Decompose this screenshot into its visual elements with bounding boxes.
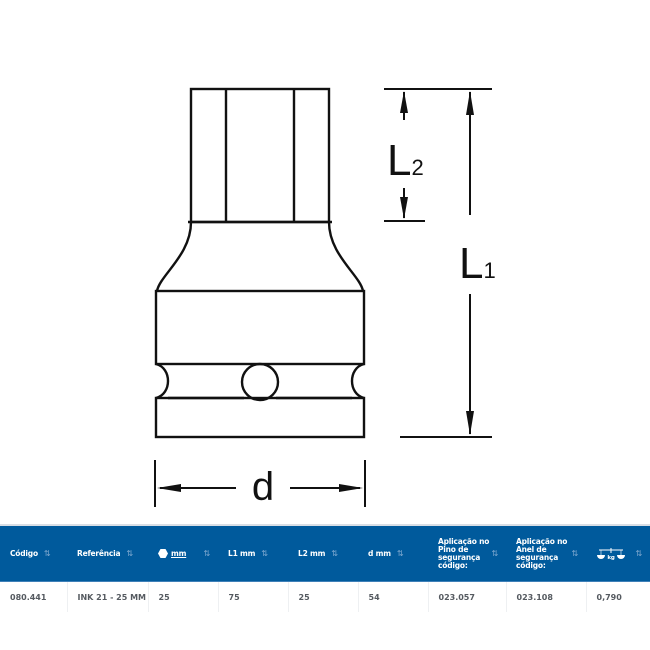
header-bottom-rule <box>0 581 650 582</box>
sort-icon[interactable]: ⇅ <box>261 548 268 558</box>
column-header-anel[interactable]: Aplicação no Anel de segurança código:⇅ <box>516 536 578 570</box>
table-header-row: Código⇅ Referência⇅ mm⇅ L1 mm⇅ L2 mm⇅ d … <box>0 526 650 581</box>
retaining-ball <box>240 362 280 402</box>
cell-d: 54 <box>358 582 429 612</box>
sort-icon[interactable]: ⇅ <box>203 548 210 558</box>
sort-icon[interactable]: ⇅ <box>331 548 338 558</box>
socket-body-lower <box>154 396 366 439</box>
socket-body-upper <box>154 289 366 366</box>
sort-icon[interactable]: ⇅ <box>491 548 498 558</box>
cell-l2: 25 <box>288 582 359 612</box>
sort-icon[interactable]: ⇅ <box>571 548 578 558</box>
dimension-l2 <box>384 88 492 222</box>
column-header-referencia[interactable]: Referência⇅ <box>77 548 133 558</box>
sort-icon[interactable]: ⇅ <box>126 548 133 558</box>
cell-codigo: 080.441 <box>0 582 68 612</box>
label-l2: L2 <box>387 136 424 185</box>
cell-hex: 25 <box>148 582 219 612</box>
label-l1: L1 <box>459 239 496 288</box>
column-header-l1[interactable]: L1 mm⇅ <box>228 548 268 558</box>
sort-icon[interactable]: ⇅ <box>43 548 51 558</box>
cell-referencia: INK 21 - 25 MM <box>67 582 149 612</box>
svg-text:kg: kg <box>607 555 614 561</box>
scale-icon: kg <box>597 547 625 561</box>
cell-anel: 023.108 <box>506 582 587 612</box>
socket-technical-drawing: d L2 L1 <box>154 87 496 509</box>
column-header-pino[interactable]: Aplicação no Pino de segurança código:⇅ <box>438 536 498 570</box>
label-d: d <box>252 465 274 509</box>
cell-pino: 023.057 <box>428 582 507 612</box>
table-top-rule <box>0 524 650 526</box>
cell-l1: 75 <box>218 582 289 612</box>
table-row[interactable]: 080.441 INK 21 - 25 MM 25 75 25 54 023.0… <box>0 582 650 612</box>
dimension-d <box>154 460 366 507</box>
dimension-l1 <box>400 91 492 438</box>
column-header-peso[interactable]: kg ⇅ <box>586 526 650 581</box>
column-header-hex[interactable]: mm⇅ <box>148 526 218 581</box>
sort-icon[interactable]: ⇅ <box>396 548 404 558</box>
column-header-l2[interactable]: L2 mm⇅ <box>298 548 338 558</box>
product-spec-table: Código⇅ Referência⇅ mm⇅ L1 mm⇅ L2 mm⇅ d … <box>0 524 650 612</box>
column-header-codigo[interactable]: Código⇅ <box>10 548 51 558</box>
column-header-d[interactable]: d mm⇅ <box>368 548 404 558</box>
hexagon-icon <box>158 549 168 558</box>
sort-icon[interactable]: ⇅ <box>635 548 642 558</box>
hex-bit <box>189 87 331 224</box>
cell-peso: 0,790 <box>596 592 622 602</box>
